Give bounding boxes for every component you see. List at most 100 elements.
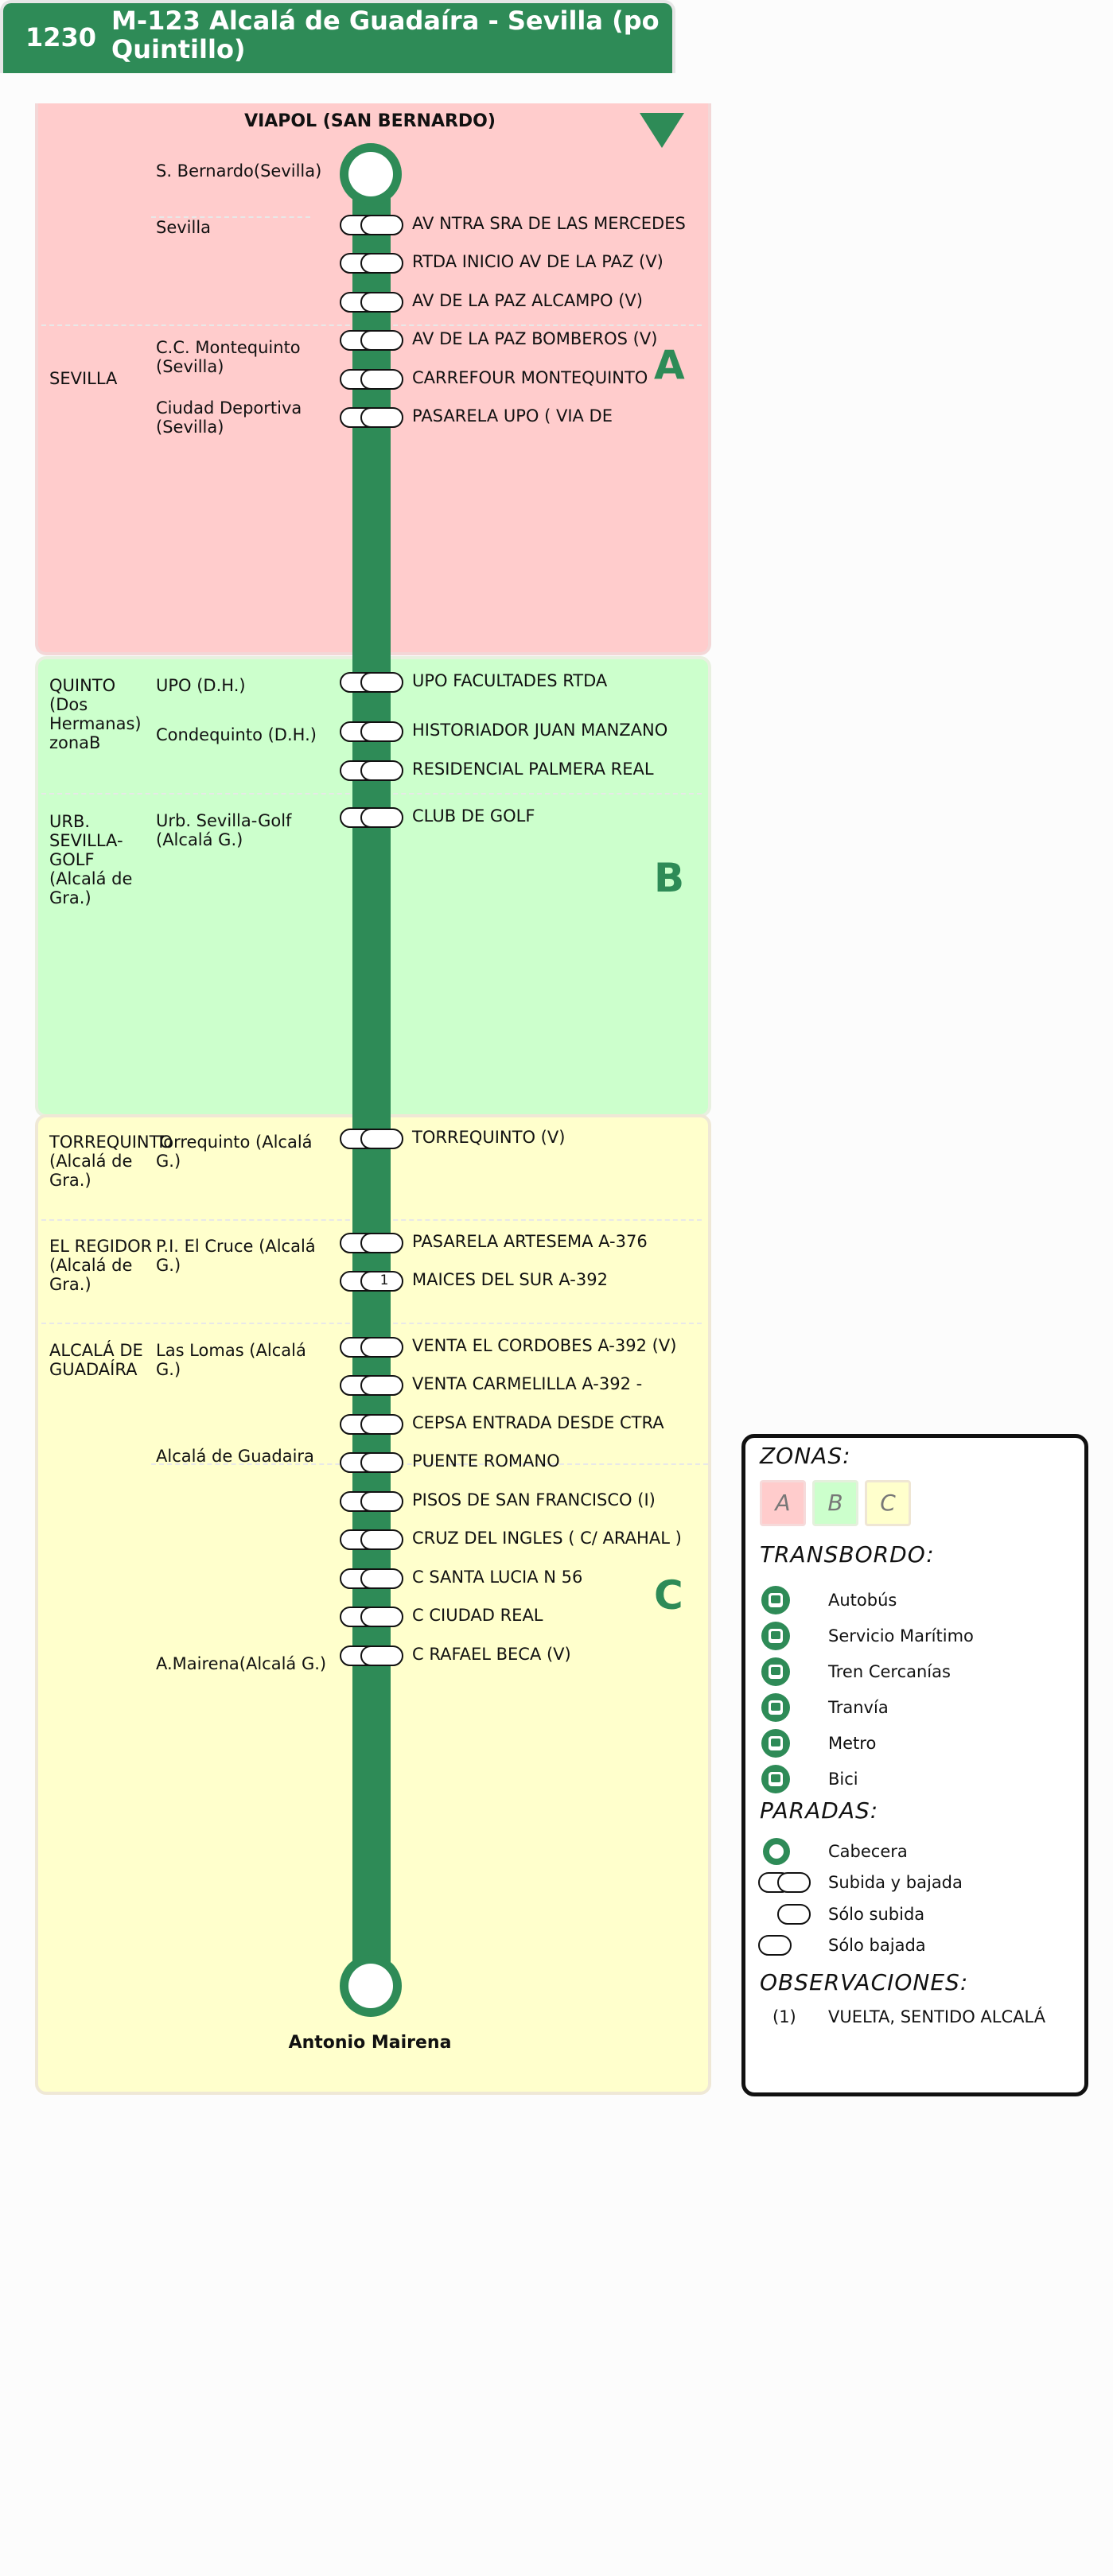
place-label: Sevilla	[156, 218, 212, 237]
stop-marker	[340, 407, 403, 428]
stop-label: C RAFAEL BECA (V)	[412, 1645, 571, 1664]
legend-parada-label: Cabecera	[828, 1842, 908, 1861]
zone-c-letter: C	[654, 1572, 683, 1618]
municipality-label: ALCALÁ DE GUADAÍRA	[49, 1341, 143, 1379]
stop-label: AV DE LA PAZ BOMBEROS (V)	[412, 329, 658, 348]
stop-note-number: 1	[379, 1272, 389, 1288]
stop-label: CLUB DE GOLF	[412, 806, 535, 826]
place-label: C.C. Montequinto (Sevilla)	[156, 338, 301, 376]
municipality-label: EL REGIDOR (Alcalá de Gra.)	[49, 1237, 153, 1294]
route-name-line2: Quintillo)	[111, 34, 246, 64]
stop-marker	[340, 1233, 403, 1253]
stop-label: C CIUDAD REAL	[412, 1606, 543, 1625]
route-name: M-123 Alcalá de Guadaíra - Sevilla (po Q…	[111, 6, 668, 64]
stop-label: CEPSA ENTRADA DESDE CTRA	[412, 1413, 664, 1432]
obs-text: VUELTA, SENTIDO ALCALÁ	[828, 2007, 1046, 2026]
stop-label: PUENTE ROMANO	[412, 1451, 560, 1471]
municipality-label: URB. SEVILLA-GOLF (Alcalá de Gra.)	[49, 812, 133, 907]
stop-label: AV NTRA SRA DE LAS MERCEDES	[412, 214, 686, 233]
stop-label: CARREFOUR MONTEQUINTO	[412, 368, 648, 387]
place-label: Ciudad Deportiva (Sevilla)	[156, 398, 302, 437]
stop-marker	[340, 253, 403, 274]
bike-icon	[761, 1765, 790, 1793]
stop-label: AV DE LA PAZ ALCAMPO (V)	[412, 291, 643, 310]
ferry-icon	[761, 1622, 790, 1650]
route-header: 1230 M-123 Alcalá de Guadaíra - Sevilla …	[0, 0, 675, 73]
stop-marker	[340, 292, 403, 313]
stop-marker	[340, 1375, 403, 1396]
stop-marker	[340, 1129, 403, 1149]
zone-chip-a: A	[760, 1480, 806, 1526]
stop-marker	[340, 1337, 403, 1358]
stop-label: RESIDENCIAL PALMERA REAL	[412, 760, 654, 779]
tram-icon	[761, 1693, 790, 1722]
stop-label: RTDA INICIO AV DE LA PAZ (V)	[412, 252, 664, 271]
destination-terminal	[340, 1955, 402, 2017]
legend-transbordo-label: Tren Cercanías	[828, 1662, 951, 1681]
place-label: UPO (D.H.)	[156, 676, 246, 695]
place-label: S. Bernardo(Sevilla)	[156, 161, 322, 181]
stop-marker	[340, 369, 403, 390]
stop-label: PASARELA UPO ( VIA DE	[412, 406, 613, 425]
legend-transbordo-label: Bici	[828, 1770, 858, 1789]
stop-marker	[340, 672, 403, 693]
stop-label: MAICES DEL SUR A-392	[412, 1270, 608, 1289]
stop-label: UPO FACULTADES RTDA	[412, 671, 608, 690]
zone-a-letter: A	[654, 342, 685, 388]
stop-label: TORREQUINTO (V)	[412, 1128, 566, 1147]
municipality-label: TORREQUINTO (Alcalá de Gra.)	[49, 1133, 173, 1190]
place-label: Urb. Sevilla-Golf (Alcalá G.)	[156, 811, 292, 849]
legend-parada-label: Subida y bajada	[828, 1873, 963, 1892]
legend-transbordo-label: Tranvía	[828, 1698, 889, 1717]
legend-paradas-title: PARADAS:	[760, 1797, 879, 1824]
stop-marker	[340, 1529, 403, 1550]
divider	[151, 216, 310, 218]
obs-number: (1)	[772, 2007, 796, 2026]
route-name-line1: M-123 Alcalá de Guadaíra - Sevilla (po	[111, 6, 660, 36]
stop-marker	[340, 721, 403, 742]
stop-marker	[340, 807, 403, 828]
train-icon	[761, 1657, 790, 1686]
stop-label: VENTA EL CORDOBES A-392 (V)	[412, 1336, 677, 1355]
metro-icon	[761, 1729, 790, 1758]
legend-transbordo-title: TRANSBORDO:	[760, 1541, 935, 1568]
stop-marker	[340, 1568, 403, 1589]
stop-label: C SANTA LUCIA N 56	[412, 1568, 583, 1587]
legend-obs-title: OBSERVACIONES:	[760, 1969, 969, 1995]
triangle-down-icon	[640, 113, 684, 148]
solo-bajada-marker-icon	[758, 1935, 814, 1956]
legend-transbordo-label: Autobús	[828, 1591, 897, 1610]
zone-chip-c: C	[865, 1480, 911, 1526]
legend-transbordo-label: Metro	[828, 1734, 877, 1753]
stop-label: HISTORIADOR JUAN MANZANO	[412, 721, 668, 740]
subida-bajada-marker-icon	[758, 1872, 814, 1893]
legend-zonas-title: ZONAS:	[760, 1443, 851, 1469]
stop-marker	[340, 1645, 403, 1666]
stop-label: CRUZ DEL INGLES ( C/ ARAHAL )	[412, 1529, 682, 1548]
zone-chip-b: B	[812, 1480, 858, 1526]
municipality-label: SEVILLA	[49, 369, 118, 388]
place-label: Condequinto (D.H.)	[156, 725, 317, 744]
stop-marker	[340, 1414, 403, 1435]
stop-label: PASARELA ARTESEMA A-376	[412, 1232, 648, 1251]
legend-parada-label: Sólo bajada	[828, 1936, 926, 1955]
route-line	[352, 167, 391, 1988]
bus-icon	[761, 1586, 790, 1614]
origin-label: VIAPOL (SAN BERNARDO)	[244, 111, 496, 131]
stop-marker	[340, 1607, 403, 1627]
legend-parada-label: Sólo subida	[828, 1905, 925, 1924]
place-label: A.Mairena(Alcalá G.)	[156, 1654, 327, 1673]
stop-label: VENTA CARMELILLA A-392 -	[412, 1374, 643, 1393]
origin-terminal	[340, 143, 402, 205]
municipality-label: QUINTO (Dos Hermanas) zonaB	[49, 676, 142, 752]
legend-box: ZONAS: A B C TRANSBORDO: Autobús Servici…	[741, 1434, 1088, 2096]
place-label: Torrequinto (Alcalá G.)	[156, 1133, 313, 1171]
stop-label: PISOS DE SAN FRANCISCO (I)	[412, 1490, 656, 1509]
stop-marker	[340, 330, 403, 351]
destination-label: Antonio Mairena	[288, 2033, 452, 2053]
legend-transbordo-label: Servicio Marítimo	[828, 1626, 974, 1645]
zone-b-letter: B	[654, 855, 685, 901]
place-label: Las Lomas (Alcalá G.)	[156, 1341, 306, 1379]
place-label: Alcalá de Guadaira	[156, 1447, 314, 1466]
divider	[151, 1463, 708, 1465]
